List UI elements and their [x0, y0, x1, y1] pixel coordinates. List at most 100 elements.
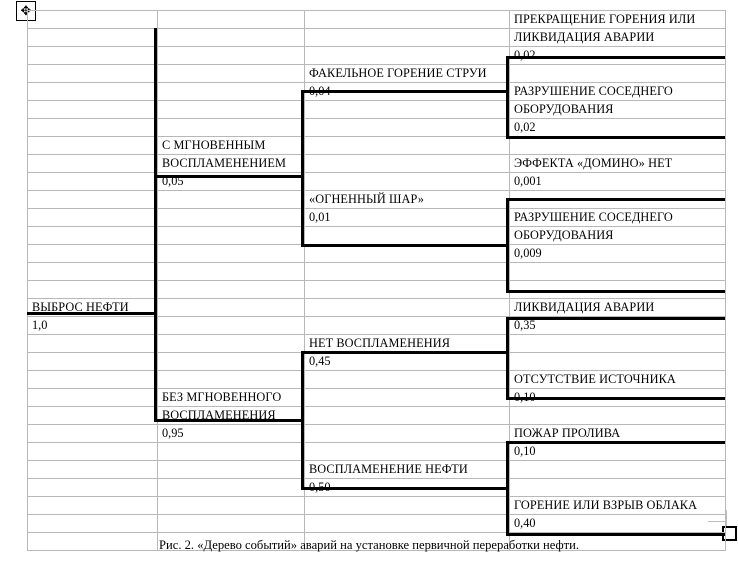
cell-empty[interactable]: [157, 478, 305, 497]
cell-empty[interactable]: [157, 514, 305, 533]
cell-empty[interactable]: [157, 10, 305, 29]
cell-empty[interactable]: [304, 154, 510, 173]
cell-empty[interactable]: [157, 118, 305, 137]
outcome-label-otsutstvie-istochnika[interactable]: ОТСУТСТВИЕ ИСТОЧНИКА: [509, 370, 726, 389]
cell-empty[interactable]: [157, 190, 305, 209]
cell-empty[interactable]: [304, 298, 510, 317]
cell-empty[interactable]: [509, 334, 726, 353]
outcome-label-prekraschenie-line1[interactable]: ПРЕКРАЩЕНИЕ ГОРЕНИЯ ИЛИ: [509, 10, 726, 29]
cell-empty[interactable]: [304, 28, 510, 47]
cell-empty[interactable]: [304, 244, 510, 263]
cell-empty[interactable]: [157, 64, 305, 83]
cell-empty[interactable]: [509, 352, 726, 371]
cell-empty[interactable]: [304, 406, 510, 425]
cell-empty[interactable]: [509, 406, 726, 425]
outcome-label-likvidaciya[interactable]: ЛИКВИДАЦИЯ АВАРИИ: [509, 298, 726, 317]
cell-empty[interactable]: [27, 190, 158, 209]
outcome-probability-domino[interactable]: 0,001: [509, 172, 726, 191]
outcome-label-gorenie-vzryv-oblaka[interactable]: ГОРЕНИЕ ИЛИ ВЗРЫВ ОБЛАКА: [509, 496, 726, 515]
cell-empty[interactable]: [304, 118, 510, 137]
cell-empty[interactable]: [27, 424, 158, 443]
cell-empty[interactable]: [304, 442, 510, 461]
cell-empty[interactable]: [27, 244, 158, 263]
cell-empty[interactable]: [27, 64, 158, 83]
cell-empty[interactable]: [27, 478, 158, 497]
cell-empty[interactable]: [304, 496, 510, 515]
cell-empty[interactable]: [157, 370, 305, 389]
cell-empty[interactable]: [509, 460, 726, 479]
cell-empty[interactable]: [27, 100, 158, 119]
outcome-probability-razrushenie-1[interactable]: 0,02: [509, 118, 726, 137]
cell-empty[interactable]: [157, 496, 305, 515]
outcome-label-prekraschenie-line2[interactable]: ЛИКВИДАЦИЯ АВАРИИ: [509, 28, 726, 47]
cell-empty[interactable]: [27, 280, 158, 299]
cell-empty[interactable]: [304, 424, 510, 443]
cell-empty[interactable]: [157, 244, 305, 263]
cell-empty[interactable]: [27, 496, 158, 515]
branch-label-vosplamenenie-nefti[interactable]: ВОСПЛАМЕНЕНИЕ НЕФТИ: [304, 460, 510, 479]
cell-empty[interactable]: [304, 136, 510, 155]
outcome-probability-razrushenie-2[interactable]: 0,009: [509, 244, 726, 263]
cell-empty[interactable]: [304, 226, 510, 245]
branch-label-s-mgnovennym-line1[interactable]: С МГНОВЕННЫМ: [157, 136, 305, 155]
outcome-probability-pozhar-proliva[interactable]: 0,10: [509, 442, 726, 461]
branch-label-fakelnoe-gorenie[interactable]: ФАКЕЛЬНОЕ ГОРЕНИЕ СТРУИ: [304, 64, 510, 83]
cell-empty[interactable]: [157, 352, 305, 371]
cell-empty[interactable]: [27, 514, 158, 533]
cell-empty[interactable]: [157, 280, 305, 299]
initiating-event-probability[interactable]: 1,0: [27, 316, 158, 335]
cell-empty[interactable]: [27, 262, 158, 281]
cell-empty[interactable]: [27, 226, 158, 245]
cell-empty[interactable]: [157, 82, 305, 101]
spreadsheet-grid[interactable]: ПРЕКРАЩЕНИЕ ГОРЕНИЯ ИЛИ ЛИКВИДАЦИЯ АВАРИ…: [27, 10, 726, 551]
cell-empty[interactable]: [27, 172, 158, 191]
branch-label-s-mgnovennym-line2[interactable]: ВОСПЛАМЕНЕНИЕМ: [157, 154, 305, 173]
branch-label-bez-mgnovennogo-line1[interactable]: БЕЗ МГНОВЕННОГО: [157, 388, 305, 407]
cell-empty[interactable]: [27, 154, 158, 173]
cell-empty[interactable]: [27, 370, 158, 389]
event-tree-grid[interactable]: ПРЕКРАЩЕНИЕ ГОРЕНИЯ ИЛИ ЛИКВИДАЦИЯ АВАРИ…: [27, 10, 726, 551]
cell-empty[interactable]: [27, 442, 158, 461]
cell-empty[interactable]: [304, 100, 510, 119]
cell-empty[interactable]: [27, 46, 158, 65]
cell-empty[interactable]: [509, 262, 726, 281]
cell-empty[interactable]: [304, 316, 510, 335]
cell-empty[interactable]: [157, 28, 305, 47]
cell-empty[interactable]: [304, 388, 510, 407]
cell-empty[interactable]: [27, 28, 158, 47]
cell-empty[interactable]: [304, 10, 510, 29]
cell-empty[interactable]: [27, 406, 158, 425]
branch-probability-bez-mgnovennogo[interactable]: 0,95: [157, 424, 305, 443]
cell-empty[interactable]: [27, 118, 158, 137]
outcome-label-domino[interactable]: ЭФФЕКТА «ДОМИНО» НЕТ: [509, 154, 726, 173]
cell-empty[interactable]: [509, 64, 726, 83]
outcome-label-razrushenie-2-line1[interactable]: РАЗРУШЕНИЕ СОСЕДНЕГО: [509, 208, 726, 227]
cell-empty[interactable]: [304, 46, 510, 65]
branch-label-net-vosplameneniya[interactable]: НЕТ ВОСПЛАМЕНЕНИЯ: [304, 334, 510, 353]
cell-empty[interactable]: [27, 82, 158, 101]
cell-empty[interactable]: [157, 208, 305, 227]
cell-empty[interactable]: [157, 460, 305, 479]
cell-empty[interactable]: [304, 280, 510, 299]
cell-empty[interactable]: [27, 460, 158, 479]
outcome-label-pozhar-proliva[interactable]: ПОЖАР ПРОЛИВА: [509, 424, 726, 443]
branch-label-ognenny-shar[interactable]: «ОГНЕННЫЙ ШАР»: [304, 190, 510, 209]
outcome-label-razrushenie-2-line2[interactable]: ОБОРУДОВАНИЯ: [509, 226, 726, 245]
cell-empty[interactable]: [157, 442, 305, 461]
cell-empty[interactable]: [157, 316, 305, 335]
cell-empty[interactable]: [27, 10, 158, 29]
cell-empty[interactable]: [157, 100, 305, 119]
cell-empty[interactable]: [27, 352, 158, 371]
cell-empty[interactable]: [157, 334, 305, 353]
cell-empty[interactable]: [27, 208, 158, 227]
cell-empty[interactable]: [157, 226, 305, 245]
cell-empty[interactable]: [157, 262, 305, 281]
outcome-probability-gorenie-vzryv-oblaka[interactable]: 0,40: [509, 514, 726, 533]
cell-empty[interactable]: [304, 262, 510, 281]
branch-probability-net-vosplameneniya[interactable]: 0,45: [304, 352, 510, 371]
cell-empty[interactable]: [304, 514, 510, 533]
outcome-label-razrushenie-1-line2[interactable]: ОБОРУДОВАНИЯ: [509, 100, 726, 119]
cell-empty[interactable]: [509, 478, 726, 497]
cell-empty[interactable]: [27, 388, 158, 407]
cell-empty[interactable]: [157, 46, 305, 65]
